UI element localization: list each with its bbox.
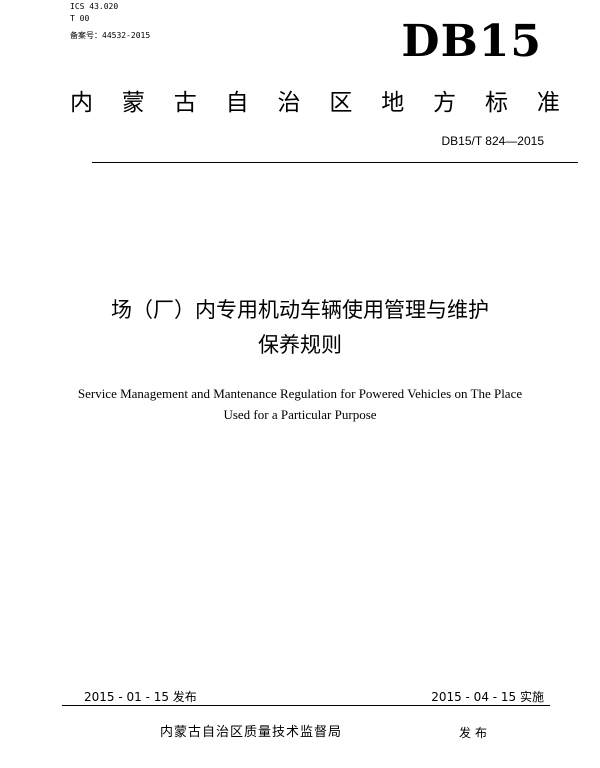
title-chinese-line-1: 场（厂）内专用机动车辆使用管理与维护 bbox=[111, 298, 489, 322]
standard-type-char: 方 bbox=[433, 90, 457, 116]
standard-type-char: 准 bbox=[536, 90, 560, 116]
standard-number: DB15/T 824—2015 bbox=[441, 134, 544, 148]
issue-date: 2015 - 01 - 15 发布 bbox=[84, 690, 197, 704]
header-divider bbox=[92, 162, 578, 163]
publish-label: 发布 bbox=[459, 726, 492, 740]
standard-type-char: 区 bbox=[329, 90, 353, 116]
ccs-code: T 00 bbox=[70, 14, 90, 23]
implementation-date: 2015 - 04 - 15 实施 bbox=[431, 690, 544, 704]
ics-code: ICS 43.020 bbox=[70, 2, 119, 11]
standard-type-char: 内 bbox=[70, 90, 93, 116]
standard-code-logo: DB15 bbox=[401, 16, 542, 67]
record-number: 备案号：44532-2015 bbox=[70, 31, 151, 40]
title-chinese-line-2: 保养规则 bbox=[258, 333, 342, 357]
title-english-line-1: Service Management and Mantenance Regula… bbox=[77, 386, 523, 401]
standard-type-char: 古 bbox=[173, 90, 197, 116]
standard-type-char: 治 bbox=[277, 90, 301, 116]
publisher-name: 内蒙古自治区质量技术监督局 bbox=[160, 725, 343, 740]
title-english-line-2: Used for a Particular Purpose bbox=[223, 407, 377, 422]
standard-type-char: 地 bbox=[381, 90, 405, 116]
standard-type-char: 蒙 bbox=[121, 90, 145, 116]
footer-divider bbox=[62, 705, 550, 706]
standard-type-char: 自 bbox=[225, 90, 249, 116]
standard-type-heading: 内 蒙 古 自 治 区 地 方 标 准 bbox=[70, 88, 560, 118]
standard-type-char: 标 bbox=[485, 90, 508, 116]
